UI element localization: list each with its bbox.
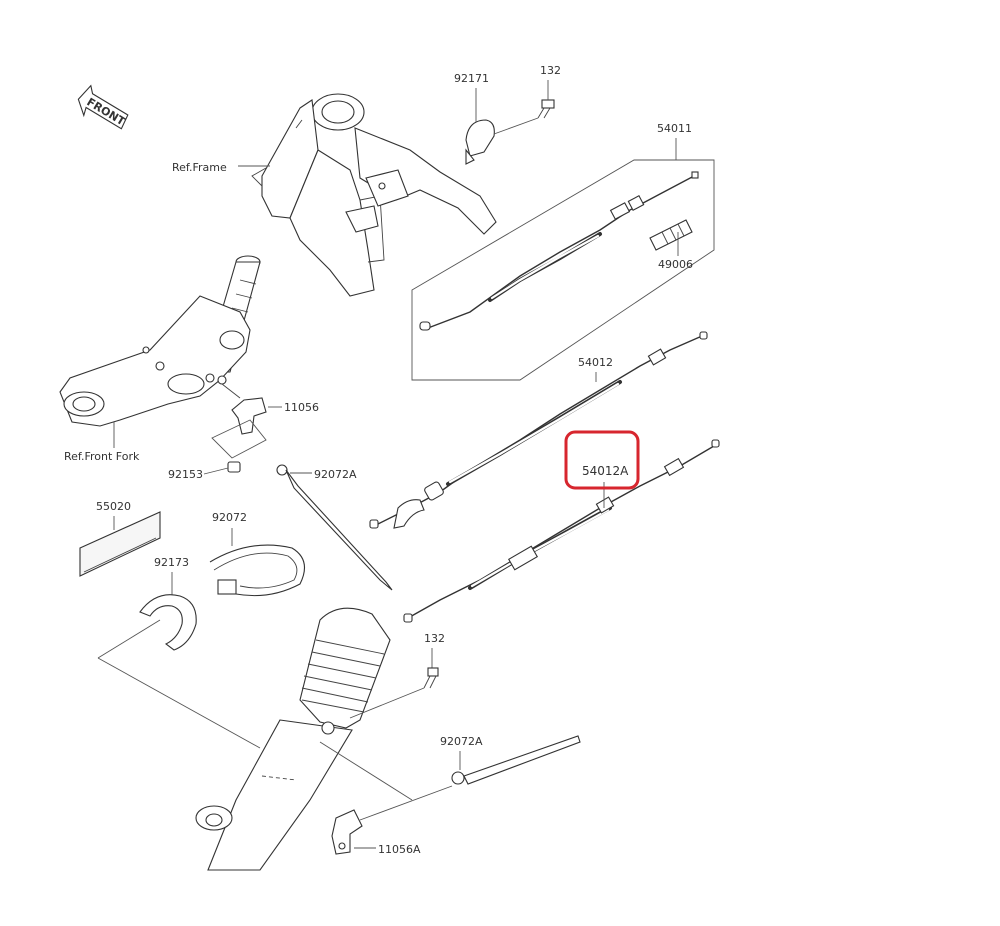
front-arrow-icon: FRONT <box>77 84 129 130</box>
label-sticker-55020 <box>79 511 161 577</box>
part-label-92072: 92072 <box>212 511 247 524</box>
box-54011 <box>411 159 715 381</box>
part-label-54012: 54012 <box>578 356 613 369</box>
clamp-11056A <box>331 809 363 855</box>
part-label-92171: 92171 <box>454 72 489 85</box>
band-92072 <box>209 544 306 597</box>
part-label-92173: 92173 <box>154 556 189 569</box>
bolt-132-bottom <box>423 667 439 689</box>
part-label-54011: 54011 <box>657 122 692 135</box>
tie-92072A-bottom <box>451 735 581 785</box>
ref-frame-label: Ref.Frame <box>172 161 227 174</box>
cable-54012 <box>369 331 708 529</box>
cable-54012A <box>403 439 720 623</box>
triple-clamp <box>59 295 251 427</box>
front-fork <box>195 607 391 871</box>
part-label-92072A-bottom: 92072A <box>440 735 483 748</box>
part-label-54012A: 54012A <box>582 464 629 478</box>
frame-head <box>251 93 497 297</box>
tie-92072A-top <box>276 464 393 591</box>
cable-54011 <box>419 171 699 331</box>
part-label-11056: 11056 <box>284 401 319 414</box>
holder-92171 <box>465 119 495 165</box>
part-label-49006: 49006 <box>658 258 693 271</box>
part-label-92153: 92153 <box>168 468 203 481</box>
adjuster-49006 <box>649 219 693 251</box>
part-label-132-top: 132 <box>540 64 561 77</box>
part-label-92072A-top: 92072A <box>314 468 357 481</box>
bolt-132-top <box>537 99 555 119</box>
bolt-92153 <box>227 461 241 473</box>
part-label-11056A: 11056A <box>378 843 421 856</box>
part-label-132-bottom: 132 <box>424 632 445 645</box>
clip-92173 <box>139 594 197 651</box>
clamp-11056 <box>217 375 267 435</box>
ref-front-fork-label: Ref.Front Fork <box>64 450 140 463</box>
part-label-55020: 55020 <box>96 500 131 513</box>
highlight-box-54012A <box>564 430 640 490</box>
